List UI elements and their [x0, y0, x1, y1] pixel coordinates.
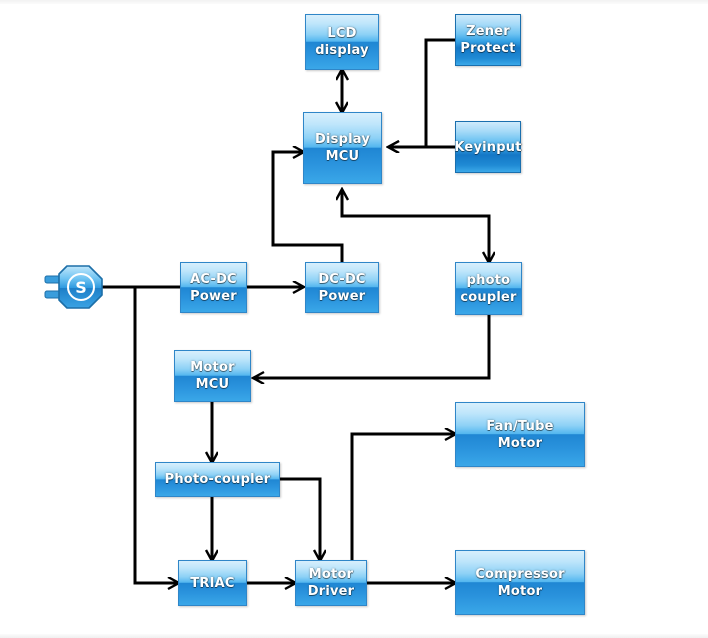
wire-photocoupler-to-motormcu — [254, 315, 491, 378]
ac-dc-power-line-1: AC-DC — [190, 271, 237, 287]
ac-dc-power-line-2: Power — [190, 288, 237, 304]
fan-tube-motor-line-2: Motor — [497, 435, 543, 451]
fan-tube-motor-line-1: Fan/Tube — [486, 418, 554, 434]
motor-mcu-line-1: Motor — [190, 360, 235, 375]
photo-coupler-lower[interactable]: Photo-coupler — [155, 462, 280, 497]
power-plug-inlet[interactable]: S — [44, 258, 106, 316]
motor-driver-line-1: Motor — [308, 567, 354, 582]
zener-protect-line-2: Protect — [460, 41, 516, 56]
plug-label: S — [75, 278, 87, 297]
plug-dial-ring — [67, 273, 95, 301]
motor-mcu-line-2: MCU — [195, 377, 230, 392]
wire-photocoupler-branch-to-mcu — [342, 190, 491, 262]
photo-coupler-upper-line-1: photo — [466, 272, 511, 288]
ac-dc-power[interactable]: AC-DC Power — [180, 262, 247, 313]
triac-label: TRIAC — [190, 575, 235, 591]
zener-protect[interactable]: Zener Protect — [455, 14, 521, 66]
wire-plug-to-triac — [133, 287, 178, 583]
display-mcu[interactable]: Display MCU — [303, 112, 382, 184]
zener-protect-line-1: Zener — [466, 24, 510, 39]
display-mcu-line-2: MCU — [325, 149, 360, 164]
triac[interactable]: TRIAC — [178, 560, 247, 606]
wire-zener-to-mcu — [389, 38, 455, 147]
keyinput[interactable]: Keyinput — [454, 121, 522, 173]
wire-photocoupler-to-motordriver — [278, 477, 320, 560]
dc-dc-power[interactable]: DC-DC Power — [305, 262, 379, 313]
lcd-display[interactable]: LCD display — [305, 14, 379, 70]
display-mcu-line-1: Display — [315, 132, 370, 147]
wire-motordriver-to-fantube — [350, 434, 455, 560]
compressor-motor-line-2: Motor — [497, 583, 543, 599]
lcd-display-line-2: display — [315, 43, 369, 58]
motor-mcu[interactable]: Motor MCU — [174, 350, 251, 402]
compressor-motor[interactable]: Compressor Motor — [455, 550, 585, 615]
photo-coupler-upper[interactable]: photo coupler — [455, 262, 522, 315]
compressor-motor-line-1: Compressor — [475, 566, 565, 582]
keyinput-label: Keyinput — [454, 139, 522, 155]
fan-tube-motor[interactable]: Fan/Tube Motor — [455, 402, 585, 467]
dc-dc-power-line-1: DC-DC — [318, 271, 366, 287]
photo-coupler-upper-line-2: coupler — [460, 289, 517, 305]
motor-driver-line-2: Driver — [307, 584, 355, 599]
plug-body — [58, 265, 103, 309]
photo-coupler-lower-label: Photo-coupler — [164, 472, 271, 487]
wire-dcdc-to-mcu — [271, 152, 344, 262]
wire-mcu-to-photocoupler — [342, 214, 489, 262]
lcd-display-line-1: LCD — [327, 26, 357, 41]
motor-driver[interactable]: Motor Driver — [295, 560, 367, 606]
dc-dc-power-line-2: Power — [318, 288, 366, 304]
